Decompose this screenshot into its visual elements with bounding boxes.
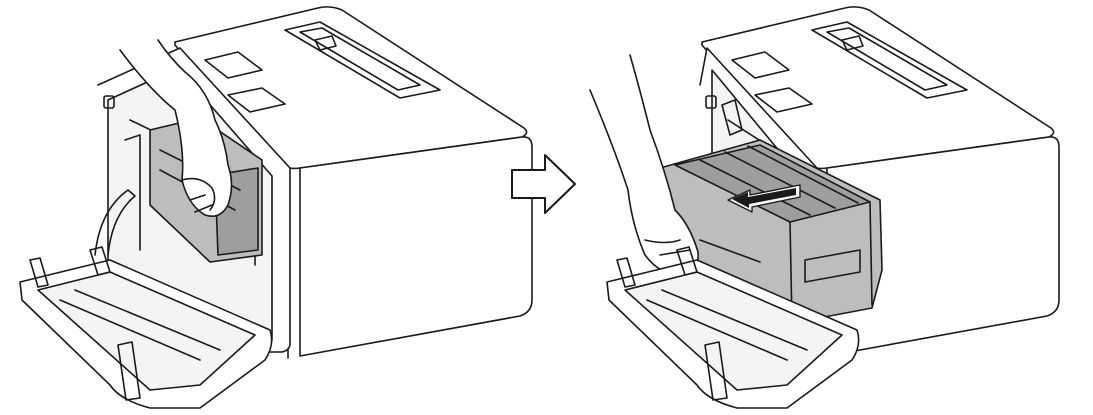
printer-step-1 — [19, 6, 533, 409]
control-panel — [204, 51, 263, 79]
output-tray — [811, 21, 968, 99]
output-tray — [284, 21, 441, 99]
paper-stopper — [314, 35, 337, 51]
front-cover-latch — [616, 257, 636, 288]
power-button-icon — [705, 95, 717, 109]
inner-rail — [721, 99, 743, 136]
touch-screen — [754, 87, 813, 113]
cover-rib — [59, 299, 201, 361]
cover-rib — [661, 289, 808, 351]
printer-step-2 — [589, 6, 1060, 409]
front-cover-latch — [89, 246, 111, 276]
control-panel — [731, 51, 790, 79]
cover-rib — [646, 299, 788, 361]
printer-side-panel — [299, 136, 533, 357]
output-tray-slot — [826, 27, 948, 91]
cover-handle — [117, 341, 141, 401]
drum-unit-ridge — [724, 151, 836, 209]
paper-stopper — [841, 35, 864, 51]
cover-rib — [74, 289, 221, 351]
hand-finger-line — [659, 249, 691, 256]
inner-rail — [124, 134, 141, 251]
hand-palm-line — [644, 239, 681, 244]
front-cover-latch — [676, 246, 698, 276]
cover-hinge-arm — [94, 189, 136, 256]
front-cover-latch — [29, 257, 49, 288]
output-tray-slot — [299, 27, 421, 91]
power-button-icon — [103, 95, 115, 109]
hand-thumb — [181, 177, 216, 211]
arrow-right-outline-icon — [511, 154, 576, 214]
arrow-left-icon — [727, 184, 801, 213]
hand-finger-line — [189, 194, 206, 201]
printer-side-panel — [826, 136, 1060, 357]
drum-unit-front-edge — [869, 201, 873, 306]
touch-screen — [227, 87, 286, 113]
drum-unit-notch — [699, 239, 761, 263]
hand-finger-line — [194, 204, 213, 213]
drum-unit-notch — [804, 249, 861, 283]
cover-handle — [704, 341, 728, 401]
hand-step-1 — [119, 39, 233, 218]
drum-unit-ridge — [699, 159, 811, 216]
drum-unit-ridge — [747, 145, 859, 204]
